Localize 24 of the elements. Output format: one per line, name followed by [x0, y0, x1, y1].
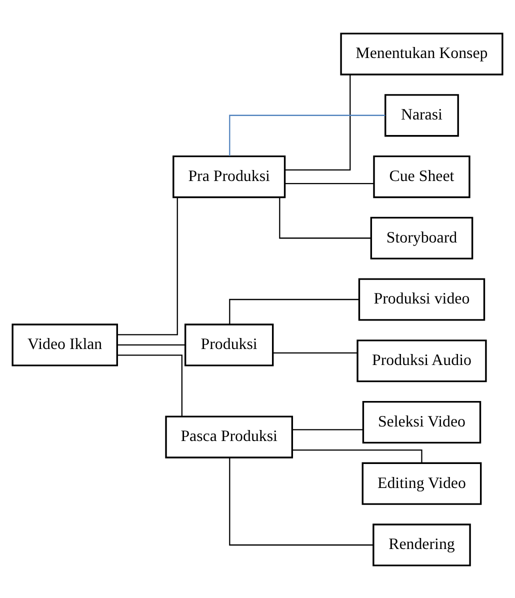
connector — [279, 197, 371, 238]
node-box: Video Iklan — [12, 323, 118, 366]
node-box: Cue Sheet — [373, 154, 470, 198]
connector — [229, 114, 386, 156]
connector — [284, 182, 374, 184]
connector — [285, 74, 351, 170]
node-box: Produksi — [184, 323, 274, 366]
connector — [229, 457, 374, 546]
node-box: Pra Produksi — [172, 154, 286, 198]
node-box: Pasca Produksi — [165, 415, 294, 458]
connector — [117, 196, 178, 335]
connector — [273, 352, 358, 353]
node-box: Seleksi Video — [362, 400, 482, 444]
node-box: Editing Video — [362, 462, 482, 504]
node-box: Narasi — [384, 94, 459, 136]
node-box: Menentukan Konsep — [340, 32, 504, 75]
node-box: Produksi video — [358, 278, 486, 320]
node-box: Rendering — [372, 523, 471, 566]
node-box: Produksi Audio — [356, 339, 487, 382]
connector — [117, 344, 185, 346]
connector — [229, 298, 359, 324]
connector — [292, 428, 364, 430]
connector — [117, 354, 182, 416]
node-box: Storyboard — [370, 216, 474, 259]
